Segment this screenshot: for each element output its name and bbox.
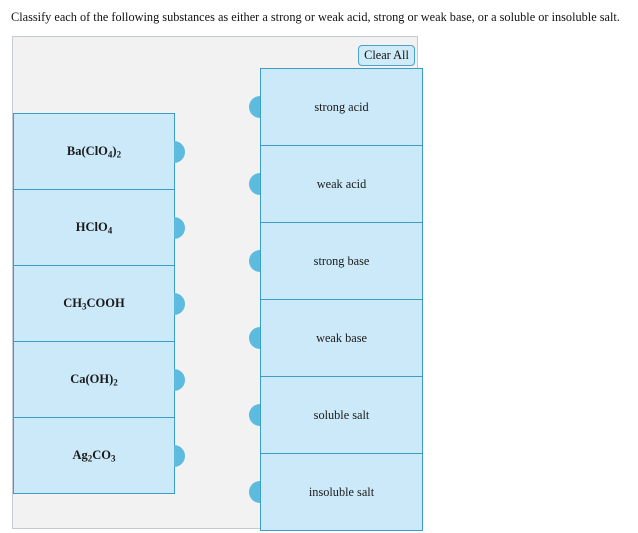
connector-knob-icon bbox=[174, 292, 185, 315]
drop-target-label: weak acid bbox=[316, 176, 367, 191]
drag-item-label: Ba(ClO4)2 bbox=[66, 144, 122, 160]
connector-knob-icon bbox=[174, 216, 185, 239]
drop-target-label: weak base bbox=[316, 330, 367, 345]
question-prompt: Classify each of the following substance… bbox=[11, 10, 620, 24]
drop-target-label: soluble salt bbox=[313, 407, 370, 422]
connector-socket-icon bbox=[249, 173, 260, 195]
drag-item-ch3cooh[interactable]: CH3COOH bbox=[13, 265, 185, 342]
drop-target-weak-base[interactable]: weak base bbox=[249, 299, 423, 377]
drop-target-weak-acid[interactable]: weak acid bbox=[249, 145, 423, 223]
drop-target-strong-acid[interactable]: strong acid bbox=[249, 68, 423, 146]
drag-item-ca-oh-2[interactable]: Ca(OH)2 bbox=[13, 341, 185, 418]
category-drop-column: strong acid weak acid strong base weak base… bbox=[249, 68, 423, 531]
drag-item-label: CH3COOH bbox=[63, 296, 125, 312]
drag-item-ag2co3[interactable]: Ag2CO3 bbox=[13, 417, 185, 494]
connector-socket-icon bbox=[249, 327, 260, 349]
drop-target-insoluble-salt[interactable]: insoluble salt bbox=[249, 453, 423, 531]
drop-target-label: strong base bbox=[313, 253, 370, 268]
clear-all-button[interactable]: Clear All bbox=[358, 45, 415, 66]
drag-item-label: HClO4 bbox=[75, 220, 113, 236]
drop-target-strong-base[interactable]: strong base bbox=[249, 222, 423, 300]
drop-target-label: strong acid bbox=[314, 99, 369, 114]
connector-socket-icon bbox=[249, 481, 260, 503]
connector-knob-icon bbox=[174, 444, 185, 467]
connector-knob-icon bbox=[174, 368, 185, 391]
drag-item-ba-clo4-2[interactable]: Ba(ClO4)2 bbox=[13, 113, 185, 190]
connector-socket-icon bbox=[249, 250, 260, 272]
connector-socket-icon bbox=[249, 96, 260, 118]
drop-target-soluble-salt[interactable]: soluble salt bbox=[249, 376, 423, 454]
connector-knob-icon bbox=[174, 140, 185, 163]
drag-item-label: Ca(OH)2 bbox=[70, 372, 118, 388]
drag-item-hclo4[interactable]: HClO4 bbox=[13, 189, 185, 266]
drop-target-label: insoluble salt bbox=[308, 484, 375, 499]
drag-item-label: Ag2CO3 bbox=[72, 448, 116, 464]
connector-socket-icon bbox=[249, 404, 260, 426]
